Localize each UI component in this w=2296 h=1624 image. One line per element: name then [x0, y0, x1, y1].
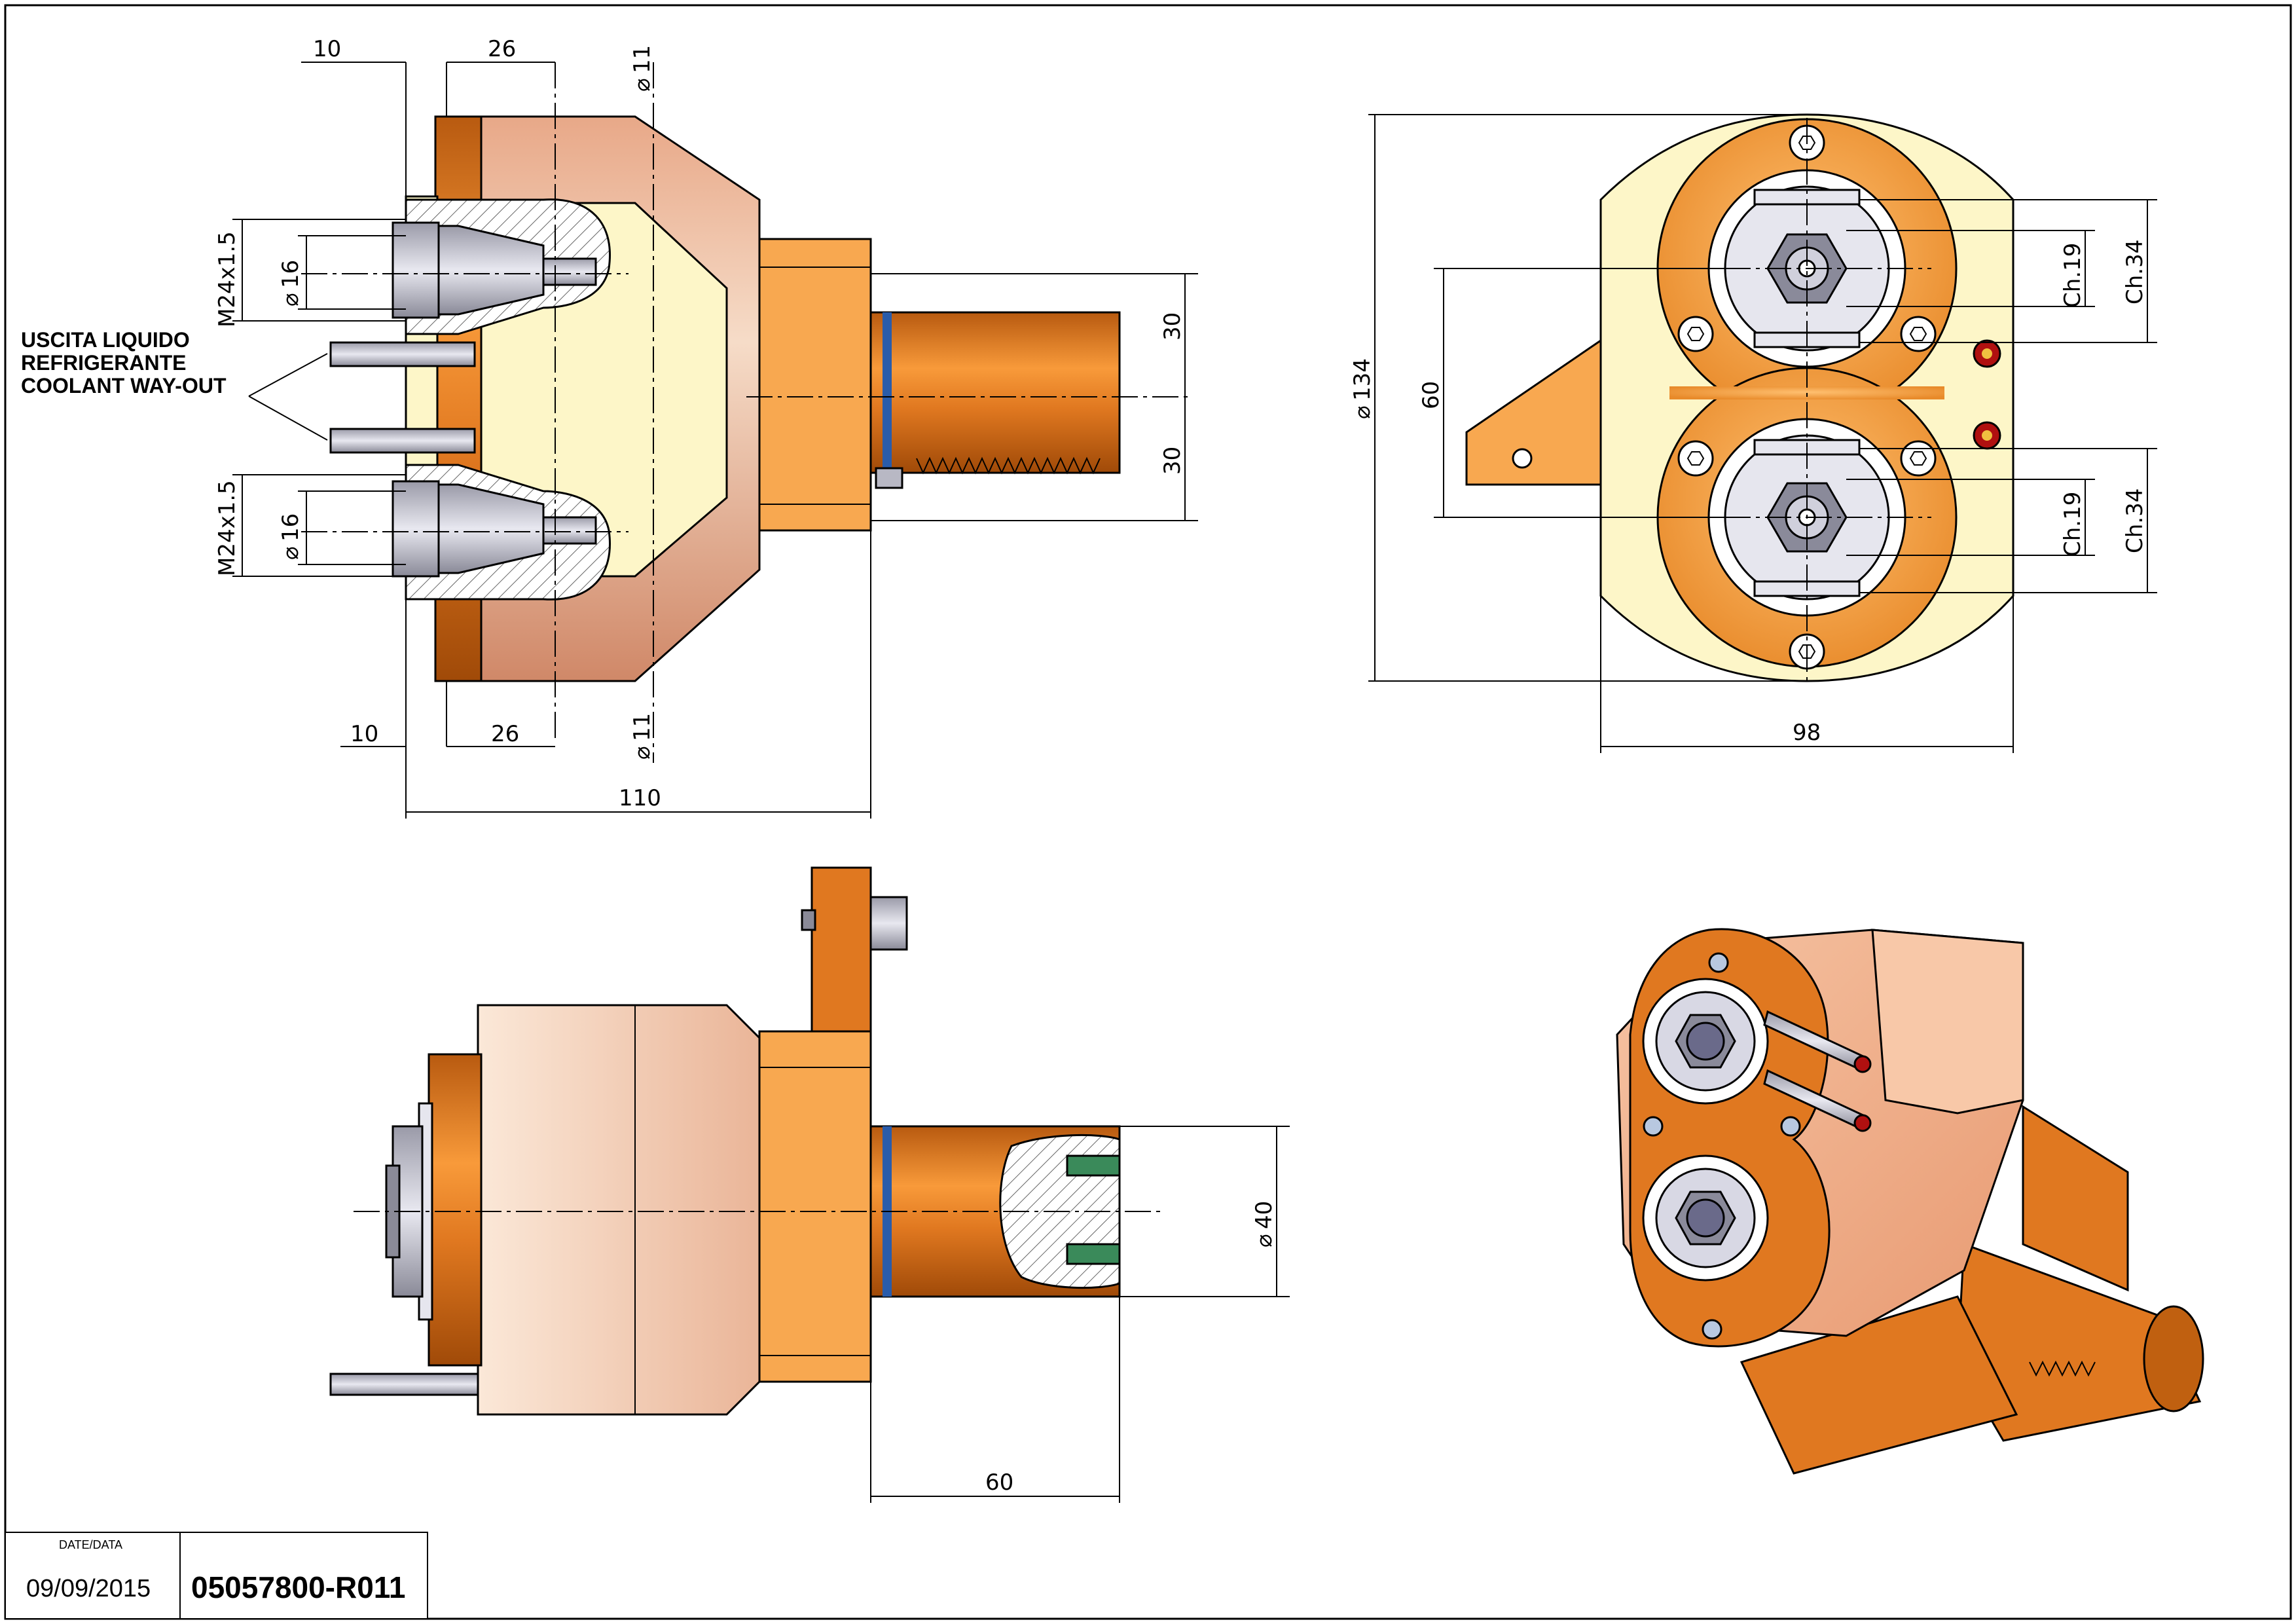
mount-block [758, 1030, 872, 1383]
dim-dia16-upper: 16 [278, 260, 304, 288]
shank-thread [916, 456, 1101, 475]
side-coolant-pipe [329, 1373, 479, 1396]
dim-front-60: 60 [1418, 381, 1444, 409]
diameter-symbol-icon: ⌀ [629, 747, 655, 760]
dim-dia134: 134 [1349, 358, 1376, 401]
dim-top-10: 10 [313, 36, 341, 62]
dim-30-lower: 30 [1159, 447, 1186, 475]
upper-collet-nut [392, 221, 440, 319]
diameter-symbol-icon: ⌀ [278, 293, 304, 306]
coolant-pipe-upper [329, 341, 476, 367]
diameter-symbol-icon: ⌀ [629, 79, 655, 92]
front-view: ⌀ 134 60 Ch.19 Ch.34 Ch.19 Ch.34 98 [1349, 113, 2157, 753]
iso-mount-block [1740, 1295, 2018, 1475]
title-date-label: DATE/DATA [59, 1538, 122, 1551]
hex-socket-screw-icon [1708, 952, 1729, 973]
dim-bottom-26: 26 [491, 721, 519, 747]
hex-socket-screw-icon [1643, 1116, 1664, 1137]
coolant-pipe-lower [329, 428, 476, 454]
sheet-border [4, 4, 2292, 1620]
side-bracket [1465, 339, 1602, 486]
coolant-note-line3: COOLANT WAY-OUT [21, 374, 227, 397]
body-flange [428, 1053, 483, 1367]
dim-top-26: 26 [488, 36, 516, 62]
dim-bottom-dia11: 11 [629, 713, 655, 741]
coolant-note-line1: USCITA LIQUIDO [21, 328, 190, 352]
dim-30-upper: 30 [1159, 312, 1186, 341]
hex-socket-screw-icon [1780, 1116, 1801, 1137]
coolant-note-line2: REFRIGERANTE [21, 351, 186, 375]
hex-socket-screw-icon [1900, 440, 1937, 477]
dim-shank-60: 60 [985, 1469, 1013, 1496]
dim-ch34-lower: Ch.34 [2122, 489, 2148, 553]
dim-ch34-upper: Ch.34 [2122, 240, 2148, 304]
diameter-symbol-icon: ⌀ [1349, 406, 1376, 419]
hex-socket-screw-icon [1702, 1319, 1722, 1340]
body-drum [477, 1004, 761, 1416]
dim-ch19-lower: Ch.19 [2060, 492, 2086, 557]
title-date: 09/09/2015 [26, 1575, 151, 1602]
isometric-view [1616, 928, 2204, 1475]
dim-dia16-lower: 16 [278, 513, 304, 542]
dim-thread-upper: M24x1.5 [214, 231, 240, 327]
dim-bottom-10: 10 [350, 721, 378, 747]
title-drawing-code: 05057800-R011 [191, 1570, 405, 1604]
dim-overall-110: 110 [619, 785, 661, 811]
diameter-symbol-icon: ⌀ [1251, 1234, 1277, 1247]
lower-collet-nut [392, 480, 440, 578]
side-view: ⌀ 40 60 [329, 866, 1290, 1503]
top-clamp [811, 866, 872, 1033]
dim-thread-lower: M24x1.5 [214, 480, 240, 576]
dim-top-dia11: 11 [629, 45, 655, 73]
hex-socket-screw-icon [1677, 440, 1714, 477]
dim-shank-dia40: 40 [1251, 1201, 1277, 1229]
dim-ch19-upper: Ch.19 [2060, 243, 2086, 308]
shank-seal-ring [883, 312, 892, 473]
side-section-view: 10 26 ⌀ 11 M24x1.5 ⌀ 16 30 30 M24x1.5 ⌀ … [21, 36, 1198, 819]
shank-cylinder [869, 311, 1121, 474]
hex-socket-screw-icon [1900, 316, 1937, 352]
title-block: DATE/DATA 09/09/2015 05057800-R011 [5, 1532, 428, 1619]
shank-block [758, 238, 872, 532]
hex-socket-screw-icon [1677, 316, 1714, 352]
dim-width-98: 98 [1793, 720, 1821, 746]
diameter-symbol-icon: ⌀ [278, 547, 304, 560]
